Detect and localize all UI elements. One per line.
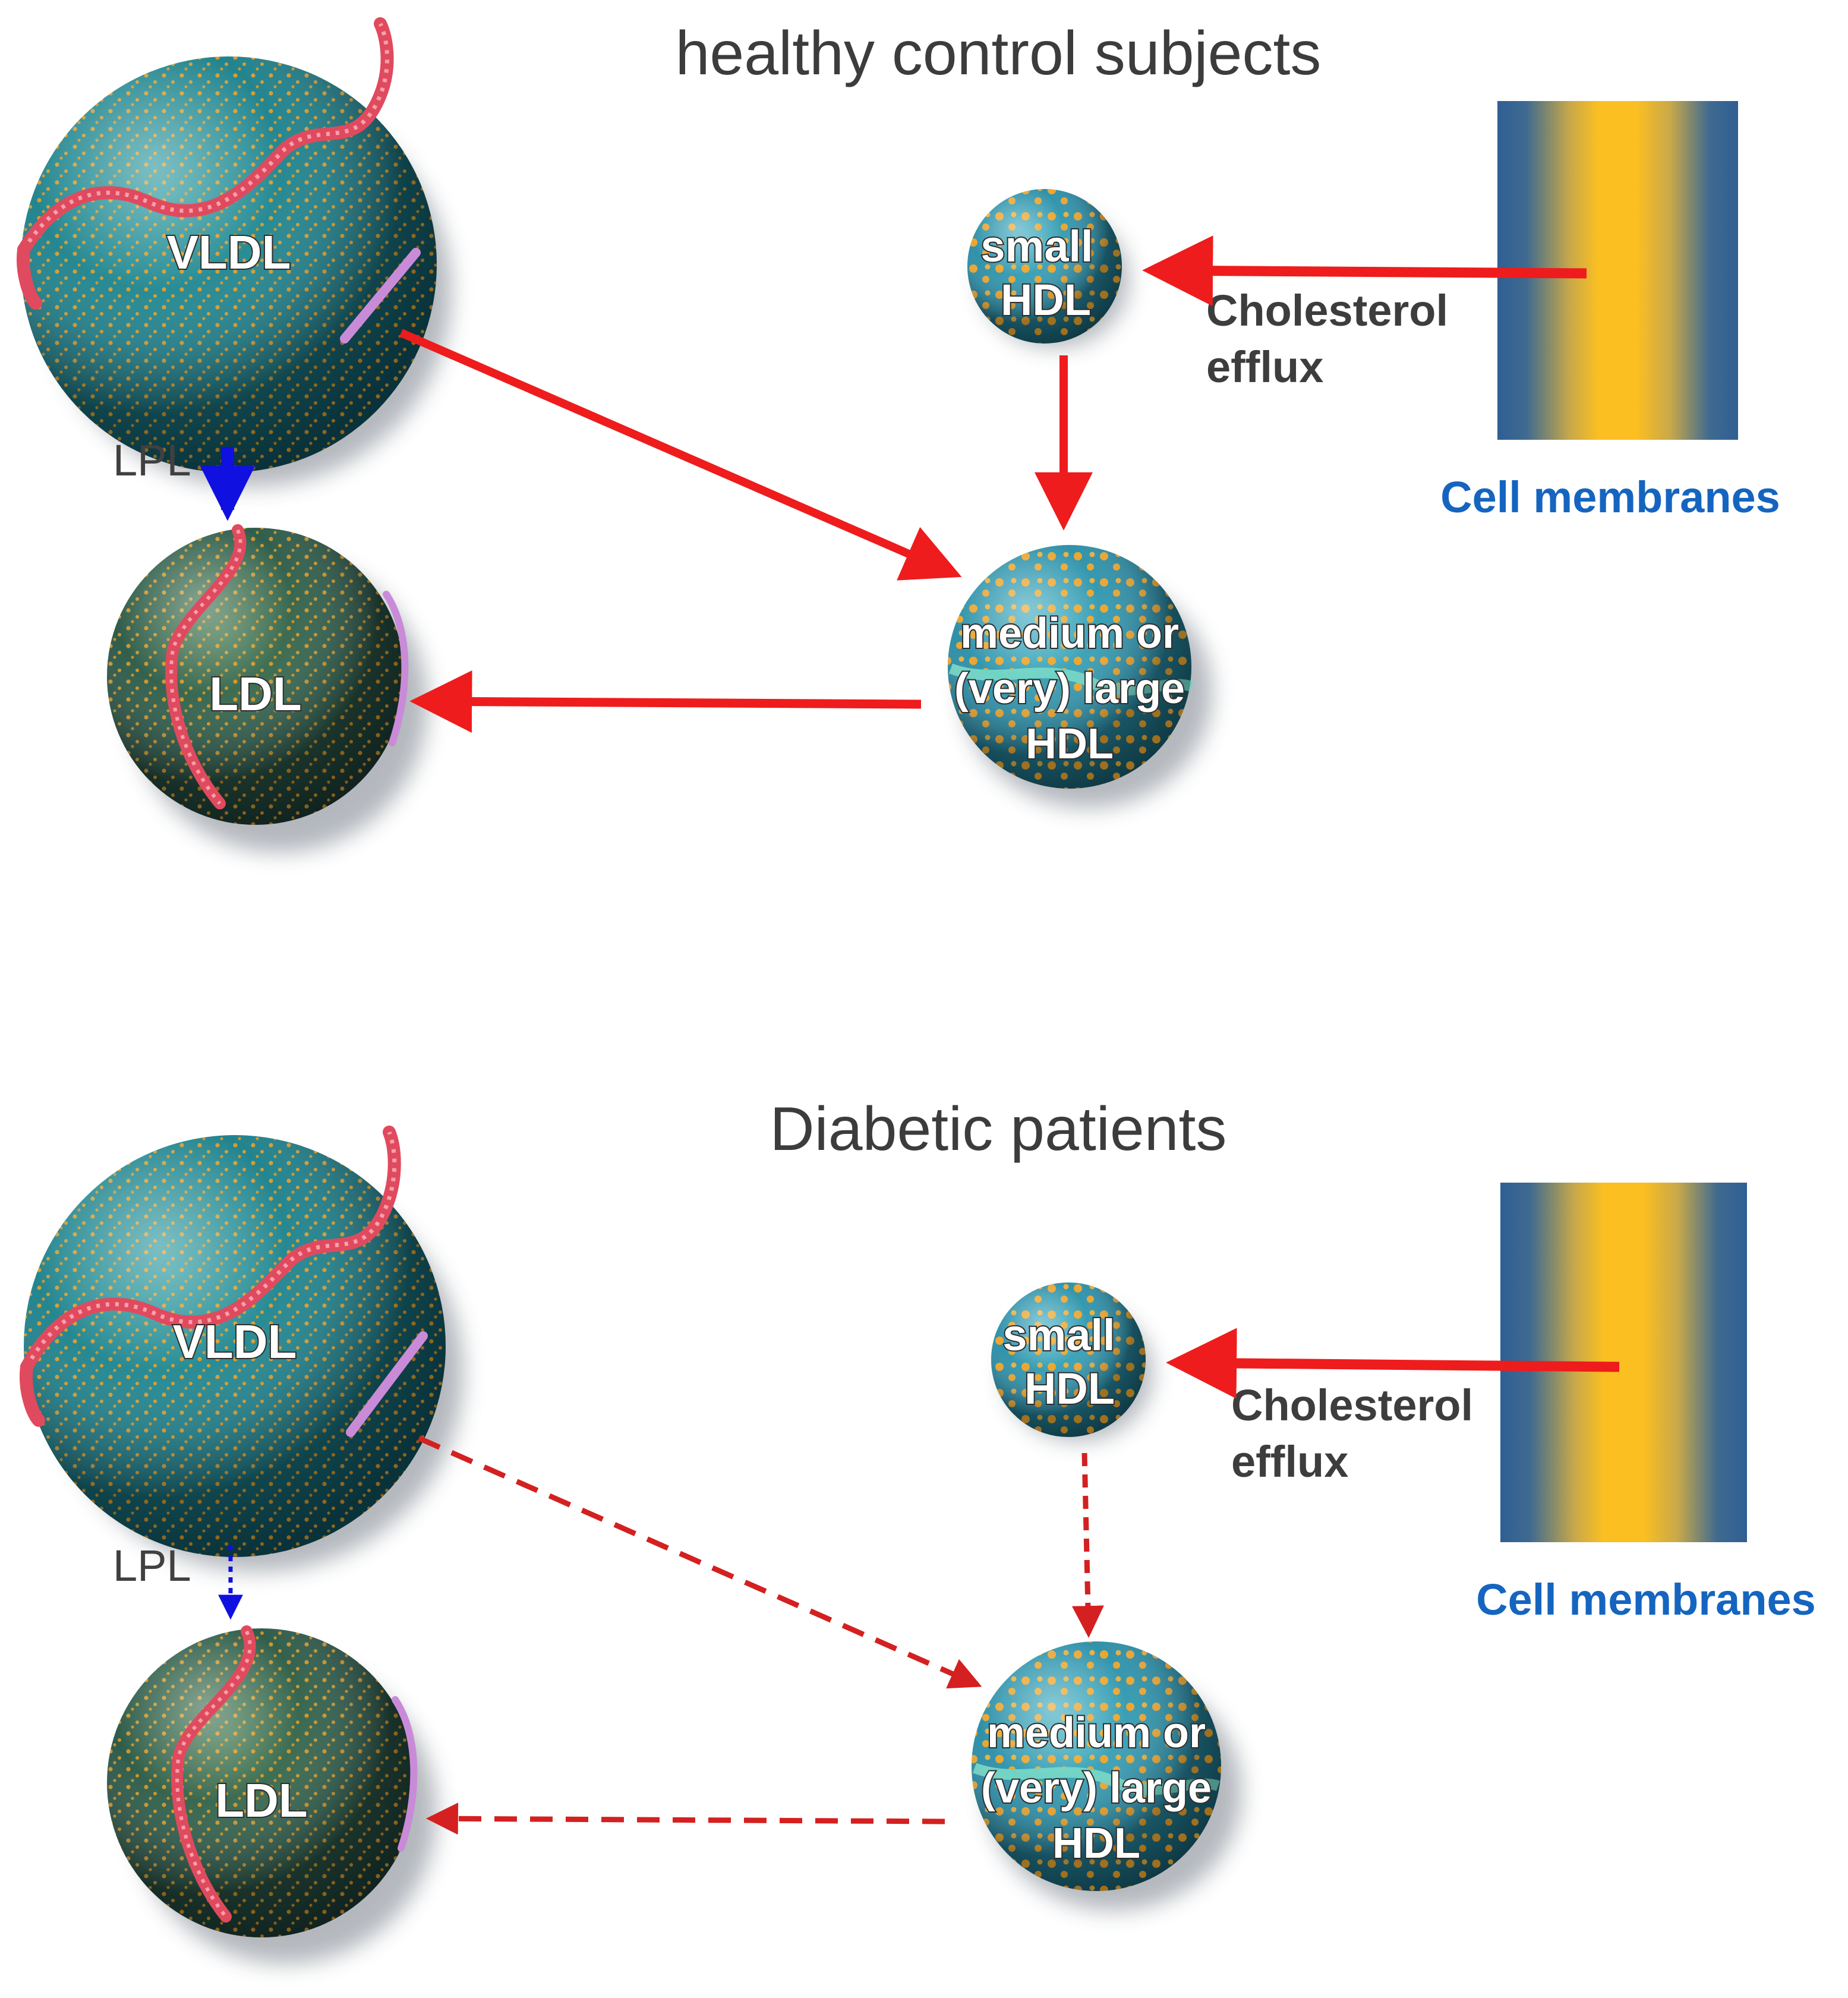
panel-title: Diabetic patients — [770, 1095, 1227, 1164]
ldl-label: LDL — [215, 1774, 308, 1827]
panel-diabetic: Diabetic patients VLDL LDL — [20, 1095, 1816, 1964]
lpl-label: LPL — [113, 1541, 191, 1590]
large-hdl-label-line2: (very) large — [954, 665, 1185, 713]
small-hdl-label-line1: small — [980, 222, 1093, 271]
vldl-particle: VLDL — [17, 17, 452, 487]
small-hdl-particle: small HDL — [967, 189, 1129, 348]
ldl-particle: LDL — [107, 1625, 437, 1964]
vldl-particle: VLDL — [20, 1126, 463, 1572]
cell-membranes-label: Cell membranes — [1476, 1575, 1816, 1624]
large-hdl-label-line3: HDL — [1052, 1820, 1140, 1867]
small-hdl-label-line2: HDL — [1001, 275, 1091, 324]
small-hdl-label-line1: small — [1002, 1310, 1115, 1360]
arrow-small-hdl-to-large-hdl-dashed — [1071, 1452, 1104, 1638]
efflux-label-line2: efflux — [1206, 342, 1323, 392]
lpl-label: LPL — [113, 436, 191, 485]
arrow-vldl-to-large-hdl-dashed — [418, 1435, 982, 1689]
large-hdl-label-line1: medium or — [960, 610, 1179, 657]
cell-membranes-label: Cell membranes — [1440, 472, 1780, 522]
efflux-label-line1: Cholesterol — [1231, 1381, 1473, 1430]
efflux-label-line2: efflux — [1231, 1437, 1348, 1486]
large-hdl-label-line1: medium or — [987, 1709, 1206, 1757]
arrow-membrane-to-small-hdl — [1142, 235, 1587, 307]
small-hdl-particle: small HDL — [991, 1282, 1153, 1441]
panel-title: healthy control subjects — [676, 19, 1322, 88]
arrow-large-hdl-to-ldl — [409, 670, 922, 733]
ldl-particle: LDL — [107, 524, 428, 853]
cell-membrane: Cell membranes — [1440, 101, 1780, 522]
efflux-label-line1: Cholesterol — [1206, 286, 1448, 335]
large-hdl-particle: medium or (very) large HDL — [972, 1641, 1242, 1911]
large-hdl-label-line3: HDL — [1026, 720, 1114, 768]
arrow-membrane-to-small-hdl — [1166, 1328, 1620, 1399]
large-hdl-particle: medium or (very) large HDL — [948, 545, 1212, 808]
vldl-label: VLDL — [173, 1315, 297, 1368]
arrow-large-hdl-to-ldl-dashed — [425, 1802, 945, 1835]
arrow-vldl-to-large-hdl — [399, 329, 962, 581]
small-hdl-label-line2: HDL — [1024, 1364, 1115, 1413]
ldl-label: LDL — [209, 667, 302, 720]
large-hdl-label-line2: (very) large — [981, 1764, 1212, 1812]
cell-membrane: Cell membranes — [1476, 1183, 1816, 1624]
vldl-label: VLDL — [167, 226, 291, 279]
panel-healthy: healthy control subjects VLDL LDL — [17, 17, 1780, 853]
